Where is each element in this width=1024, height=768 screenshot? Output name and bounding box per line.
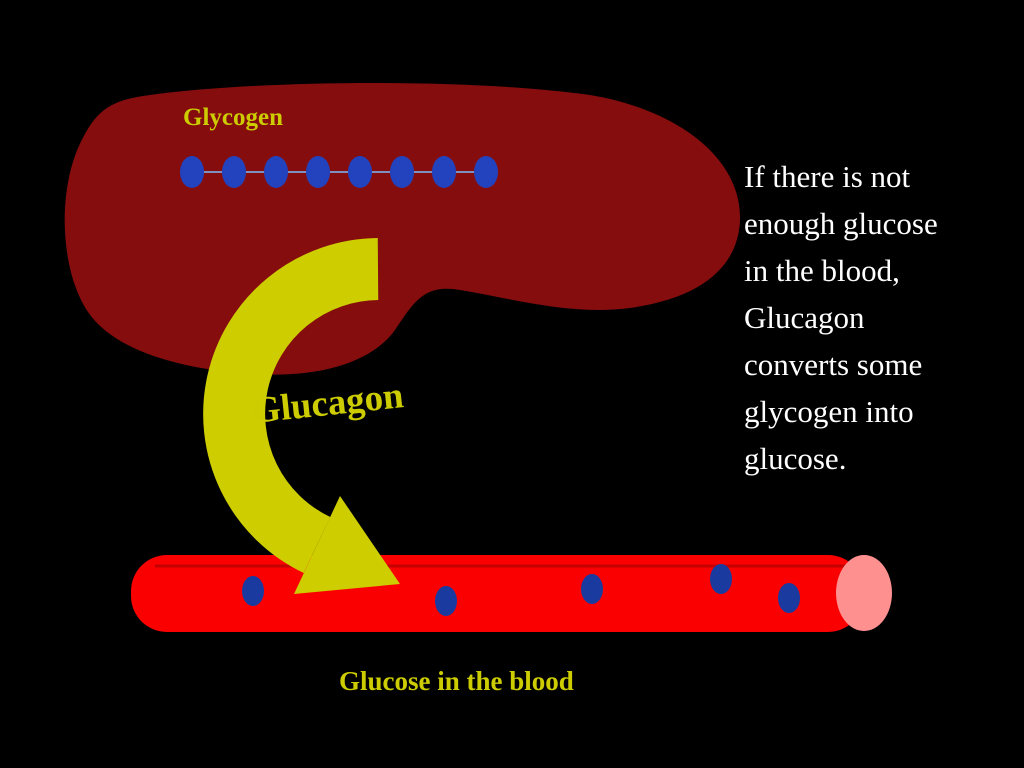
glycogen-unit: [390, 156, 414, 188]
blood-glucose-dot: [435, 586, 457, 616]
glycogen-unit: [180, 156, 204, 188]
blood-glucose-dot: [242, 576, 264, 606]
glycogen-label: Glycogen: [183, 104, 283, 131]
glycogen-unit: [432, 156, 456, 188]
explanation-text: If there is not enough glucose in the bl…: [744, 159, 938, 476]
blood-vessel-cap: [836, 555, 892, 631]
glycogen-unit: [306, 156, 330, 188]
glucagon-arrow-body: [203, 238, 379, 573]
liver-shape: [64, 82, 741, 375]
blood-glucose-dot: [778, 583, 800, 613]
glucagon-arrow-head-icon: [294, 496, 400, 594]
glycogen-unit: [348, 156, 372, 188]
glycogen-unit: [474, 156, 498, 188]
glycogen-unit: [264, 156, 288, 188]
glycogen-unit: [222, 156, 246, 188]
glucose-in-blood-label: Glucose in the blood: [339, 666, 574, 696]
blood-glucose-dot: [710, 564, 732, 594]
blood-glucose-dot: [581, 574, 603, 604]
